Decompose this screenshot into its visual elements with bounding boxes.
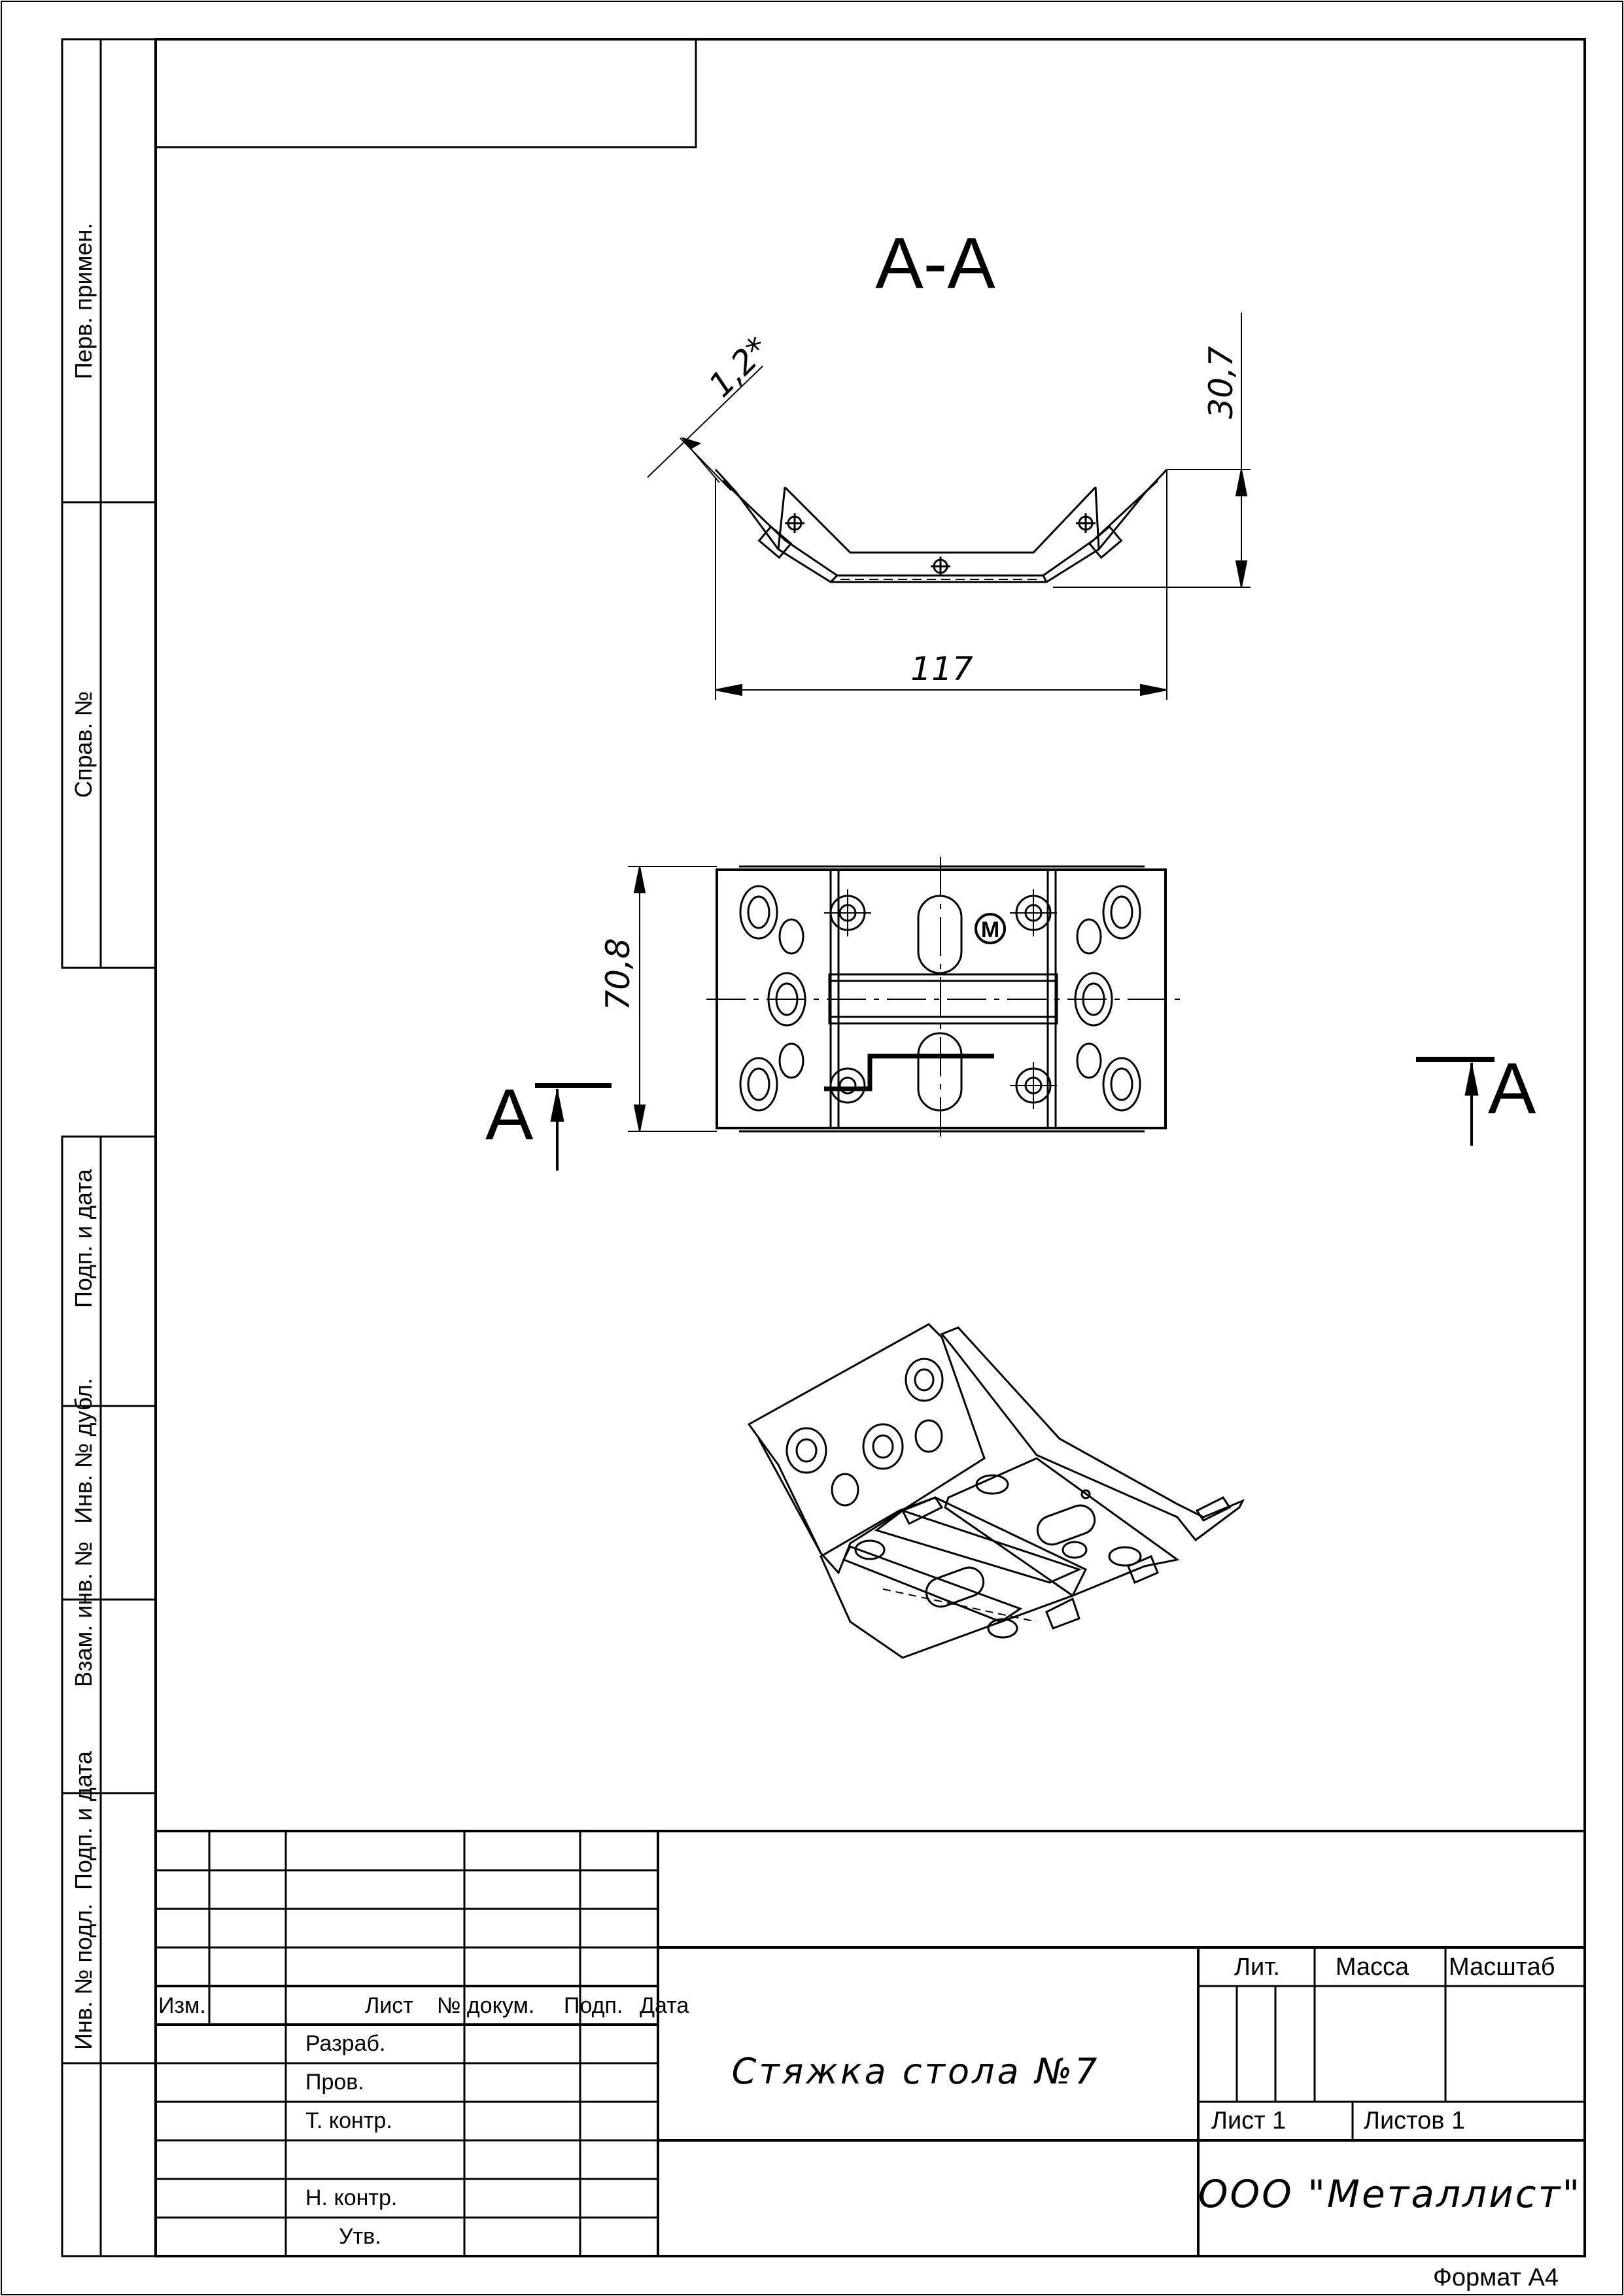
side-strip-lower xyxy=(61,1135,157,2257)
col-data: Дата xyxy=(640,1993,689,2018)
header-lit: Лит. xyxy=(1234,1953,1280,1981)
format-label: Формат А4 xyxy=(1433,2264,1559,2291)
side-strip-upper xyxy=(61,38,157,969)
side-label-perv-primen: Перв. примен. xyxy=(70,223,97,379)
side-label-podp-data-2: Подп. и дата xyxy=(70,1751,97,1890)
side-label-inv-no-podl: Инв. № подл. xyxy=(70,1904,97,2050)
row-prov: Пров. xyxy=(305,2070,364,2095)
plan-holes xyxy=(739,885,1141,1112)
row-utv: Утв. xyxy=(339,2224,381,2249)
col-list: Лист xyxy=(365,1993,413,2018)
isometric-view xyxy=(747,1323,1245,1659)
organization-name: ООО "Металлист" xyxy=(1198,2172,1581,2216)
main-frame xyxy=(154,38,1586,2257)
designation-title: Стяжка стола №7 xyxy=(732,2051,1100,2092)
row-n-kontr: Н. контр. xyxy=(305,2185,397,2210)
dim-depth-70-8: 70,8 xyxy=(599,938,637,1010)
col-dokum: № докум. xyxy=(437,1993,534,2018)
header-massa: Масса xyxy=(1336,1953,1409,1981)
col-izm: Изм. xyxy=(158,1993,206,2018)
row-t-kontr: Т. контр. xyxy=(305,2108,392,2133)
top-left-box xyxy=(154,38,697,148)
section-title: А-А xyxy=(875,223,995,303)
marking-letter-m: М xyxy=(981,917,999,942)
section-view xyxy=(714,468,1168,583)
listov-count: Листов 1 xyxy=(1364,2107,1465,2134)
dim-thickness-1-2: 1,2* xyxy=(701,330,776,405)
row-razrab: Разраб. xyxy=(305,2031,385,2056)
section-letter-left: А xyxy=(485,1074,534,1155)
list-number: Лист 1 xyxy=(1211,2107,1286,2134)
section-marker-left xyxy=(535,1083,612,1171)
dim-width-117: 117 xyxy=(910,650,973,688)
side-label-inv-no-dubl: Инв. № дубл. xyxy=(70,1378,97,1524)
section-letter-right: А xyxy=(1488,1048,1536,1129)
header-masshtab: Масштаб xyxy=(1449,1953,1555,1981)
section-dimensions xyxy=(647,313,1251,700)
side-label-vzam-inv-no: Взам. инв. № xyxy=(70,1541,97,1687)
plan-dimension xyxy=(628,866,717,1132)
side-label-podp-data-1: Подп. и дата xyxy=(70,1169,97,1308)
dim-height-30-7: 30,7 xyxy=(1202,346,1240,419)
col-podp: Подп. xyxy=(564,1993,623,2018)
title-block xyxy=(156,1830,1585,2256)
section-marker-right xyxy=(1416,1057,1494,1146)
side-label-sprav-no: Справ. № xyxy=(70,691,97,798)
